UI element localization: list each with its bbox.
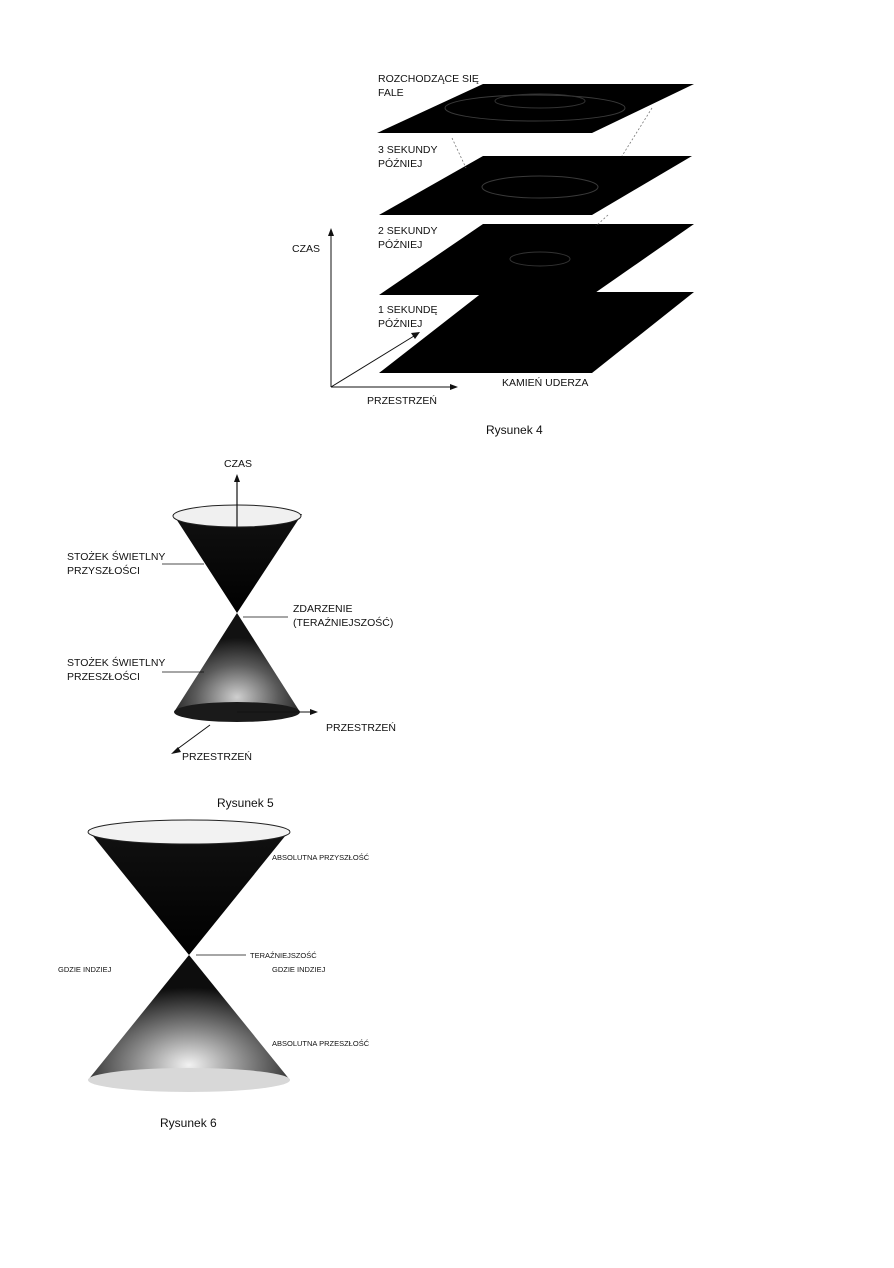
label-time-5: CZAS	[224, 458, 252, 470]
wave-ring-3a	[444, 94, 626, 122]
label-event: ZDARZENIE	[293, 603, 353, 615]
space-axis-5-left-arrow	[171, 747, 181, 754]
label-space-axis: PRZESTRZEŃ	[367, 394, 437, 407]
label-present: TERAŹNIEJSZOŚĆ	[250, 951, 317, 960]
figure-5: CZAS STOŻEK ŚWIETLNY PRZYSZŁOŚCI ZDARZEN…	[67, 458, 396, 810]
space-axis-arrow	[450, 384, 458, 390]
absolute-past-cone-base	[88, 1068, 290, 1092]
absolute-past-cone	[88, 955, 290, 1080]
wave-ring-2	[481, 175, 599, 199]
figure-6: ABSOLUTNA PRZYSZŁOŚĆ TERAŹNIEJSZOŚĆ GDZI…	[58, 819, 370, 1130]
plane-3-seconds	[377, 84, 694, 133]
plane-2-seconds	[379, 156, 692, 215]
label-1-second: 1 SEKUNDĘ	[378, 304, 438, 316]
label-past-cone-2: PRZESZŁOŚCI	[67, 670, 140, 683]
label-1-second-later: PÓŹNIEJ	[378, 317, 422, 330]
label-spreading-waves: ROZCHODZĄCE SIĘ	[378, 73, 479, 85]
label-space-5-right: PRZESTRZEŃ	[326, 721, 396, 734]
absolute-future-cone-top	[87, 819, 291, 845]
label-elsewhere-left: GDZIE INDZIEJ	[58, 965, 112, 974]
space-axis-5-left	[175, 724, 211, 751]
time-axis-arrow	[328, 228, 334, 236]
caption-figure-4: Rysunek 4	[486, 423, 543, 437]
label-event-present: (TERAŹNIEJSZOŚĆ)	[293, 616, 393, 629]
space-axis-diagonal-arrow	[411, 332, 420, 339]
label-spreading-waves-2: FALE	[378, 87, 404, 99]
plane-1-second	[379, 224, 694, 295]
label-3-seconds-later: PÓŹNIEJ	[378, 157, 422, 170]
label-3-seconds: 3 SEKUNDY	[378, 144, 438, 156]
space-axis-diagonal	[330, 335, 415, 388]
label-future-cone: STOŻEK ŚWIETLNY	[67, 550, 165, 563]
label-time-axis: CZAS	[292, 243, 320, 255]
figure-4: ROZCHODZĄCE SIĘ FALE 3 SEKUNDY PÓŹNIEJ 2…	[292, 73, 694, 437]
wave-ring-1	[509, 251, 571, 267]
wave-guide-left	[451, 137, 467, 169]
wave-guide-right	[621, 107, 653, 157]
label-past-cone: STOŻEK ŚWIETLNY	[67, 656, 165, 669]
wave-ring-3b	[494, 93, 586, 109]
plane-stone-impact	[379, 292, 694, 373]
future-light-cone	[173, 514, 302, 613]
absolute-future-cone	[88, 830, 290, 955]
label-stone-impact: KAMIEŃ UDERZA	[502, 376, 588, 389]
label-future-cone-2: PRZYSZŁOŚCI	[67, 564, 140, 577]
caption-figure-6: Rysunek 6	[160, 1116, 217, 1130]
label-absolute-past: ABSOLUTNA PRZESZŁOŚĆ	[272, 1039, 370, 1048]
wave-guide-right-lower	[595, 214, 609, 227]
label-elsewhere-right: GDZIE INDZIEJ	[272, 965, 326, 974]
label-2-seconds: 2 SEKUNDY	[378, 225, 438, 237]
time-axis-5-arrow	[234, 474, 240, 482]
past-light-cone	[174, 613, 300, 712]
label-absolute-future: ABSOLUTNA PRZYSZŁOŚĆ	[272, 853, 370, 862]
label-space-5-left: PRZESTRZEŃ	[182, 750, 252, 763]
caption-figure-5: Rysunek 5	[217, 796, 274, 810]
label-2-seconds-later: PÓŹNIEJ	[378, 238, 422, 251]
space-axis-5-right-arrow	[310, 709, 318, 715]
